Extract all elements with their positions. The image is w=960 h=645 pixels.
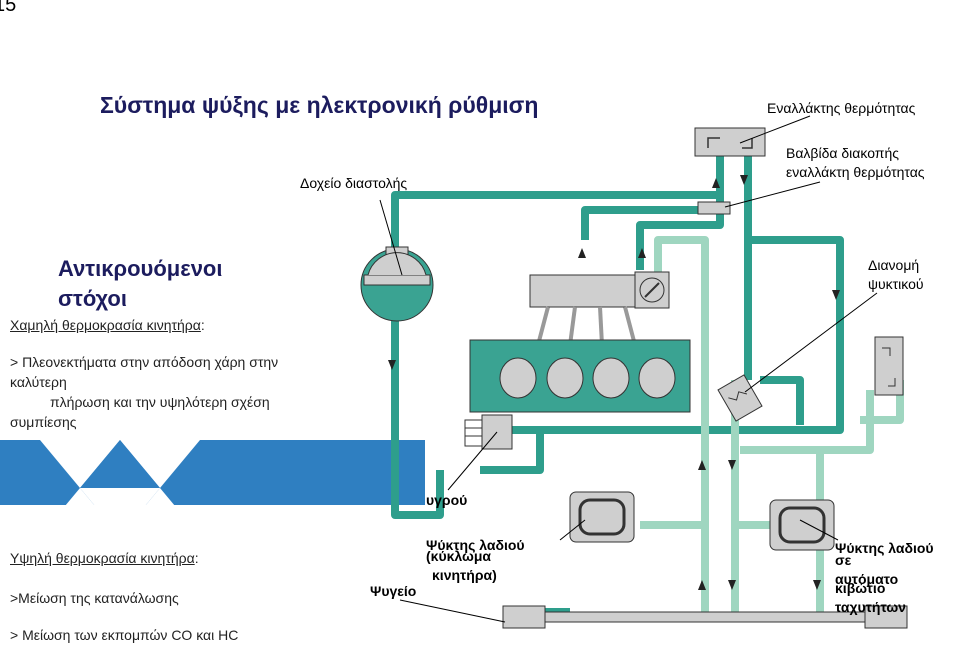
label-oil-cooler-gear-line3: αυτόματο (835, 571, 899, 587)
low-temp-heading: Χαμηλή θερμοκρασία κινητήρα: (10, 317, 205, 333)
label-oil-cooler-engine-line2: (κύκλωμα (426, 548, 492, 564)
cylinder-head (529, 271, 670, 346)
radiator-bar (502, 605, 908, 629)
label-coolant-dist-line2: ψυκτικού (868, 276, 924, 292)
label-heater-exchanger: Εναλλάκτης θερμότητας (767, 100, 916, 116)
engine-block (469, 339, 691, 413)
page-number: 15 (0, 0, 17, 16)
label-oil-cooler-engine-line3: κινητήρα) (432, 567, 497, 583)
oil-cooler-engine (464, 414, 513, 450)
high-item1: >Μείωση της κατανάλωσης (10, 590, 179, 606)
label-oil-cooler-gear-line5: ταχυτήτων (835, 599, 906, 615)
label-expansion-tank: Δοχείο διαστολής (300, 175, 408, 191)
coolant-distributor (717, 374, 763, 422)
valve-shutoff (697, 201, 731, 215)
page-title: Σύστημα ψύξης με ηλεκτρονική ρύθμιση (100, 92, 539, 118)
flow-arrows (388, 175, 840, 590)
goals-heading-line1: Αντικρουόμενοι (58, 256, 223, 281)
high-item2: > Μείωση των εκπομπών CO και HC (10, 627, 239, 643)
benefit-line2: καλύτερη (10, 374, 67, 390)
radiator-unit (569, 491, 635, 543)
label-oil-cooler-gear-line1: Ψύκτης λαδιού (835, 540, 934, 556)
right-heat-exchanger (874, 336, 904, 396)
label-coolant-dist-line1: Διανομή (868, 257, 920, 273)
label-oil-cooler-gear-line4: κιβώτιο (835, 580, 886, 596)
label-oil-cooler-gear-line2: σε (835, 552, 852, 568)
leader-lines (379, 115, 878, 623)
gearbox-oil-cooler (769, 499, 835, 551)
label-valve-line2: εναλλάκτη θερμότητας (786, 164, 925, 180)
benefit-line4: συμπίεσης (10, 414, 77, 430)
label-fluid-partial: υγρού (426, 492, 468, 508)
benefit-line3: πλήρωση και την υψηλότερη σχέση (50, 394, 270, 410)
label-radiator: Ψυγείο (370, 583, 417, 599)
heater-exchanger (694, 127, 766, 157)
expansion-tank (360, 246, 434, 322)
goals-heading-line2: στόχοι (58, 286, 127, 311)
high-temp-heading: Υψηλή θερμοκρασία κινητήρα: (10, 550, 199, 566)
benefit-line1: > Πλεονεκτήματα στην απόδοση χάρη στην (10, 354, 279, 370)
label-valve-line1: Βαλβίδα διακοπής (786, 145, 899, 161)
label-oil-cooler-engine-line1: Ψύκτης λαδιού (426, 537, 525, 553)
decorative-banner (0, 440, 425, 536)
